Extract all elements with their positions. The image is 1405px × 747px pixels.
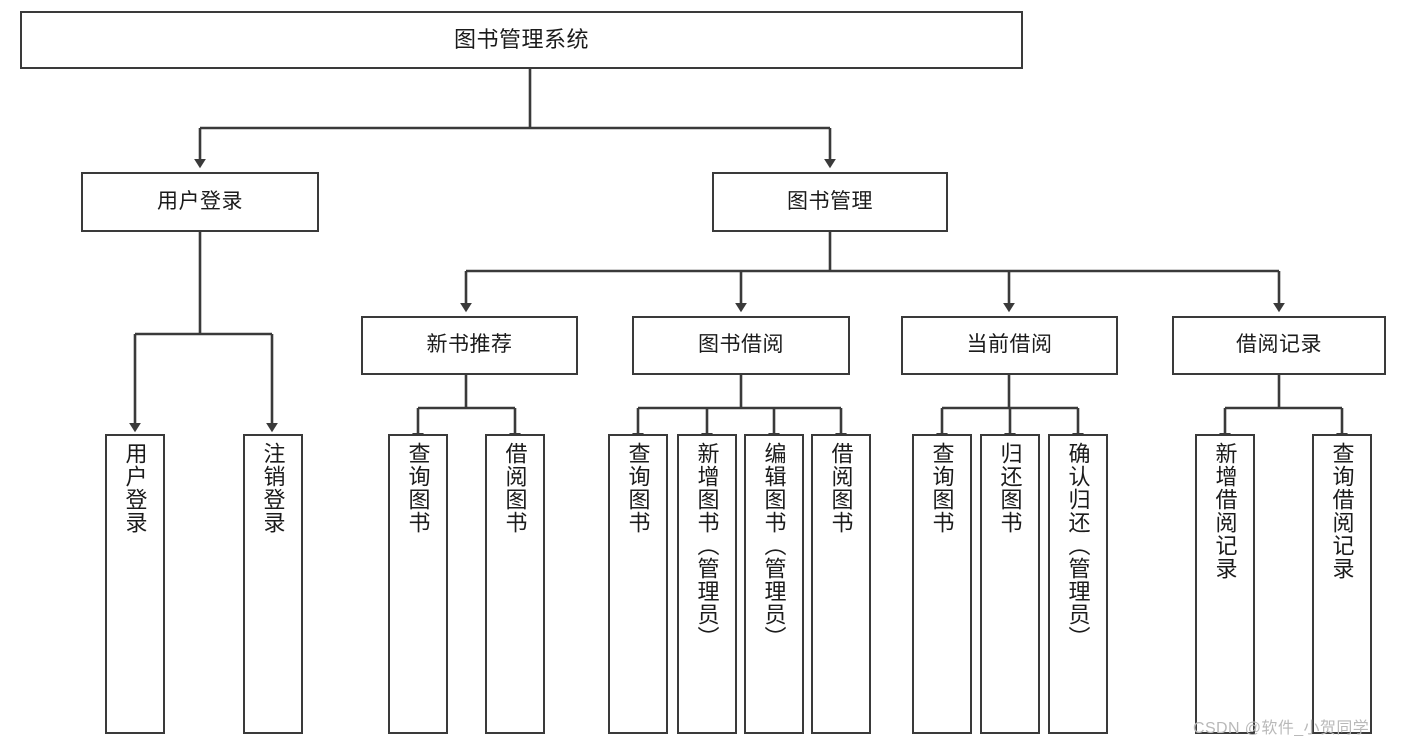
node-label: 新增图书（管理员） [694, 442, 720, 649]
node-book-management[interactable]: 图书管理 [712, 172, 948, 232]
node-label: 用户登录 [122, 442, 148, 534]
node-label: 归还图书 [997, 442, 1023, 534]
leaf-borrow-book-borrow[interactable]: 借阅图书 [811, 434, 871, 734]
node-label: 借阅图书 [502, 442, 528, 534]
leaf-add-book-admin[interactable]: 新增图书（管理员） [677, 434, 737, 734]
node-label: 图书管理 [787, 189, 873, 213]
node-current-borrow[interactable]: 当前借阅 [901, 316, 1118, 375]
node-label: 借阅图书 [828, 442, 854, 534]
node-label: 查询借阅记录 [1329, 442, 1355, 580]
node-book-borrow[interactable]: 图书借阅 [632, 316, 850, 375]
node-new-book-recommend[interactable]: 新书推荐 [361, 316, 578, 375]
node-borrow-record[interactable]: 借阅记录 [1172, 316, 1386, 375]
node-label: 借阅记录 [1236, 333, 1322, 357]
node-label: 用户登录 [157, 189, 243, 213]
node-label: 编辑图书（管理员） [761, 442, 787, 649]
node-label: 新书推荐 [426, 333, 513, 357]
node-label: 注销登录 [260, 442, 286, 534]
node-root-book-management-system[interactable]: 图书管理系统 [20, 11, 1023, 69]
leaf-return-book[interactable]: 归还图书 [980, 434, 1040, 734]
node-label: 当前借阅 [966, 333, 1053, 357]
leaf-logout-login[interactable]: 注销登录 [243, 434, 303, 734]
node-label: 图书管理系统 [453, 27, 589, 53]
leaf-confirm-return-admin[interactable]: 确认归还（管理员） [1048, 434, 1108, 734]
leaf-query-book-current[interactable]: 查询图书 [912, 434, 972, 734]
leaf-query-book-borrow[interactable]: 查询图书 [608, 434, 668, 734]
node-label: 图书借阅 [698, 333, 784, 357]
leaf-add-borrow-record[interactable]: 新增借阅记录 [1195, 434, 1255, 734]
leaf-edit-book-admin[interactable]: 编辑图书（管理员） [744, 434, 804, 734]
node-label: 新增借阅记录 [1212, 442, 1238, 580]
node-label: 查询图书 [929, 442, 955, 534]
node-label: 查询图书 [405, 442, 431, 534]
csdn-watermark: CSDN @软件_小贺同学 [1193, 720, 1370, 737]
leaf-user-login[interactable]: 用户登录 [105, 434, 165, 734]
leaf-borrow-book-new-book[interactable]: 借阅图书 [485, 434, 545, 734]
node-label: 查询图书 [625, 442, 651, 534]
node-user-login[interactable]: 用户登录 [81, 172, 319, 232]
leaf-query-book-new-book[interactable]: 查询图书 [388, 434, 448, 734]
leaf-query-borrow-record[interactable]: 查询借阅记录 [1312, 434, 1372, 734]
node-label: 确认归还（管理员） [1065, 442, 1091, 649]
